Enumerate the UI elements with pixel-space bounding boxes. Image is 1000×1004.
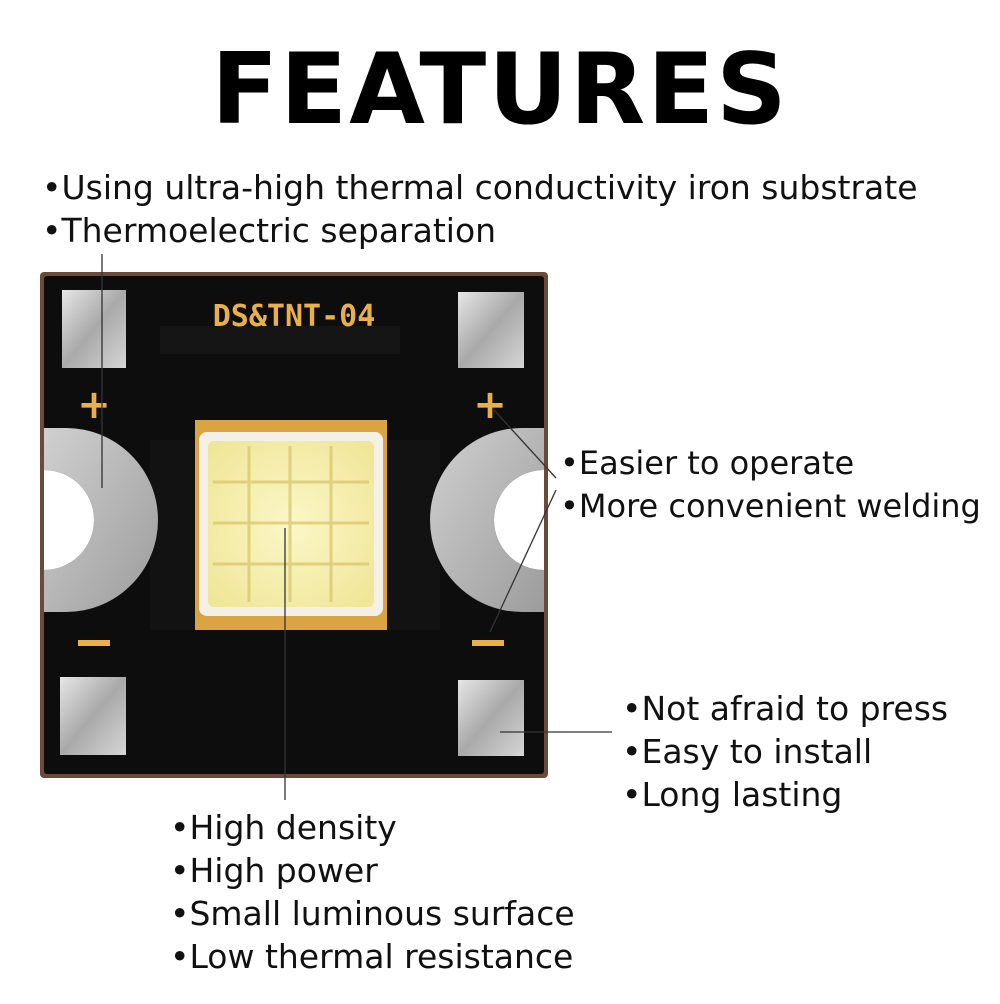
feature-item: Small luminous surface [170,892,574,935]
board-model-label: DS&TNT-04 [213,299,376,334]
feature-item: More convenient welding [560,485,981,528]
leader-pads-upper [493,409,557,479]
leader-pads-lower [489,489,557,633]
minus-mark-right [472,640,504,646]
left-mounting-slot [44,428,158,612]
chip-feature-list: High density High power Small luminous s… [170,806,575,978]
mounting-feature-list: Not afraid to press Easy to install Long… [622,687,948,816]
feature-item: High power [170,849,575,892]
feature-item: High density [170,806,575,849]
solder-pad-bottom-left [60,677,126,755]
substrate-feature-list: Using ultra-high thermal conductivity ir… [42,166,918,252]
page-title: FEATURES [211,33,789,147]
solder-pad-top-right [458,292,524,368]
feature-item: Easier to operate [560,442,981,485]
feature-item: Long lasting [622,773,948,816]
feature-item: Easy to install [622,730,948,773]
feature-item: Thermoelectric separation [42,209,918,252]
right-mounting-slot [430,428,544,612]
pad-feature-list: Easier to operate More convenient weldin… [560,442,981,528]
minus-mark-left [78,640,110,646]
led-chip [195,420,387,630]
feature-item: Not afraid to press [622,687,948,730]
solder-pad-bottom-right [458,680,524,756]
plus-mark-right: + [473,382,507,428]
feature-item: Low thermal resistance [170,935,575,978]
feature-item: Using ultra-high thermal conductivity ir… [42,166,917,209]
solder-pad-top-left [62,290,126,368]
plus-mark-left: + [77,382,111,428]
